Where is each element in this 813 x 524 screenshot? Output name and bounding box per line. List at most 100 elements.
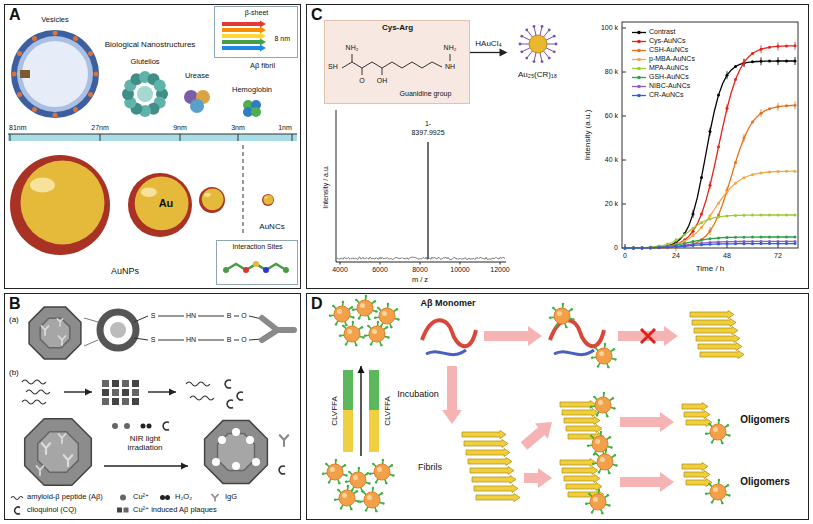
scale-bar (292, 134, 293, 141)
nanoparticle-complexes (686, 419, 712, 427)
nanoparticle-complexes (552, 307, 554, 309)
nanoparticle-complexes (562, 303, 564, 305)
nanoparticle-complexes (682, 463, 708, 471)
nanoparticle-complexes (566, 483, 602, 491)
gold-nanocluster (519, 25, 558, 63)
legend-item: amyloid-β peptide (Aβ) (10, 493, 103, 502)
ligand-nanoparticles (372, 463, 374, 465)
peptide-rods (343, 370, 353, 410)
ligand-nanoparticles (350, 508, 352, 510)
nanoparticle-complexes (601, 512, 603, 514)
gold-nanoparticle (202, 188, 224, 210)
glutelin-assembly (154, 80, 166, 92)
legend-item: p-MBA-AuNCs (632, 55, 695, 64)
ligand-nanoparticles (377, 321, 379, 323)
gold-nanoparticle (30, 178, 55, 193)
legend-text: Cys-AuNCs (649, 37, 686, 44)
gold-nanocluster (548, 29, 551, 32)
connector (470, 49, 508, 57)
kinetics-chart (622, 116, 626, 117)
antibody (262, 318, 294, 340)
ligand-nanoparticles (387, 336, 389, 338)
aggregation-scheme (227, 400, 233, 408)
label: NIR light irradiation (114, 434, 176, 452)
nanoparticle-complexes (590, 435, 592, 437)
legend-sample (117, 508, 122, 513)
gold-nanocluster (553, 35, 556, 38)
vesicle (22, 41, 88, 107)
legend-item: NIBC-AuNCs (632, 82, 690, 91)
nanoparticle-complexes (718, 479, 720, 481)
legend-item: H₂O₂ (158, 493, 192, 502)
scale-bar (8, 134, 297, 135)
label: Vesicles (41, 16, 69, 25)
nanoparticle-complexes (605, 449, 607, 451)
ligand-nanoparticles (352, 309, 354, 311)
cys-arg-structure (342, 54, 450, 75)
aggregation-arrows (618, 326, 678, 346)
nir-release-scheme (147, 424, 152, 429)
gold-nanoparticle (135, 177, 189, 231)
boronate-linker (134, 338, 148, 340)
nir-release-scheme (279, 466, 285, 474)
ligand-nanoparticles (330, 467, 335, 472)
ligand-nanoparticles (339, 335, 341, 337)
nanoparticle-complexes (700, 351, 744, 359)
nanoparticle-complexes (613, 348, 615, 350)
label: 60 k (605, 112, 618, 120)
nanoparticle-complexes (599, 351, 604, 356)
nanoparticle-complexes (468, 458, 512, 466)
boronate-linker (158, 340, 184, 341)
aggregation-arrows (620, 412, 674, 432)
ligand-nanoparticles (351, 306, 353, 308)
nanoparticle-complexes (560, 401, 596, 409)
legend-text: Cu²⁺ (133, 492, 149, 501)
nanoparticle-complexes (705, 493, 707, 495)
nanoparticle-complexes (554, 350, 594, 355)
nanoparticle-complexes (462, 303, 744, 515)
vesicle (17, 36, 93, 112)
vesicle (17, 51, 22, 56)
label: m / z (412, 276, 428, 285)
ligand-nanoparticles (342, 301, 344, 303)
gold-nanoparticle (262, 194, 274, 206)
ligand-nanoparticles (340, 507, 342, 509)
nanoparticle-complexes (606, 415, 608, 417)
aggregation-arrows (484, 326, 542, 346)
nanoparticle-complexes (593, 453, 595, 455)
label: 8000 (412, 266, 428, 274)
nanoparticle-complexes (604, 343, 606, 345)
label: CLVFFA (383, 396, 392, 426)
hemoglobin (243, 100, 261, 117)
ligand-nanoparticles (335, 323, 337, 325)
ligand-nanoparticles (386, 326, 388, 328)
nanoparticle-complexes (464, 440, 508, 448)
aggregation-arrows (620, 472, 674, 492)
nanoparticle-complexes (711, 441, 713, 443)
nanoparticle-complexes (476, 494, 520, 502)
nanoparticle-complexes (571, 308, 573, 310)
legend-sample (208, 493, 222, 502)
nanoparticle-complexes (614, 358, 616, 360)
gold-nanocluster (555, 43, 558, 46)
beta-sheet (222, 45, 266, 52)
label: Fibrils (418, 462, 442, 472)
aggregation-scheme (225, 380, 231, 388)
label: 6000 (372, 266, 388, 274)
mass-spectrum (380, 262, 381, 265)
nanoparticle-complexes (560, 459, 596, 467)
aggregation-scheme (132, 380, 139, 387)
ligand-nanoparticles (377, 307, 379, 309)
label: SH (328, 63, 338, 71)
mass-spectrum (460, 262, 461, 265)
monomer-ribbon (426, 350, 466, 355)
nanoparticle-complexes (562, 409, 598, 417)
legend-sample (120, 495, 126, 501)
ligand-nanoparticles (348, 471, 350, 473)
mass-spectrum (337, 257, 505, 260)
legend-item: CR-AuNCs (632, 91, 684, 100)
nir-release-scheme (42, 443, 50, 454)
molecule-name: Cys-Arg (382, 23, 413, 32)
legend-item: Cu²⁺ induced Aβ plaques (116, 506, 217, 515)
